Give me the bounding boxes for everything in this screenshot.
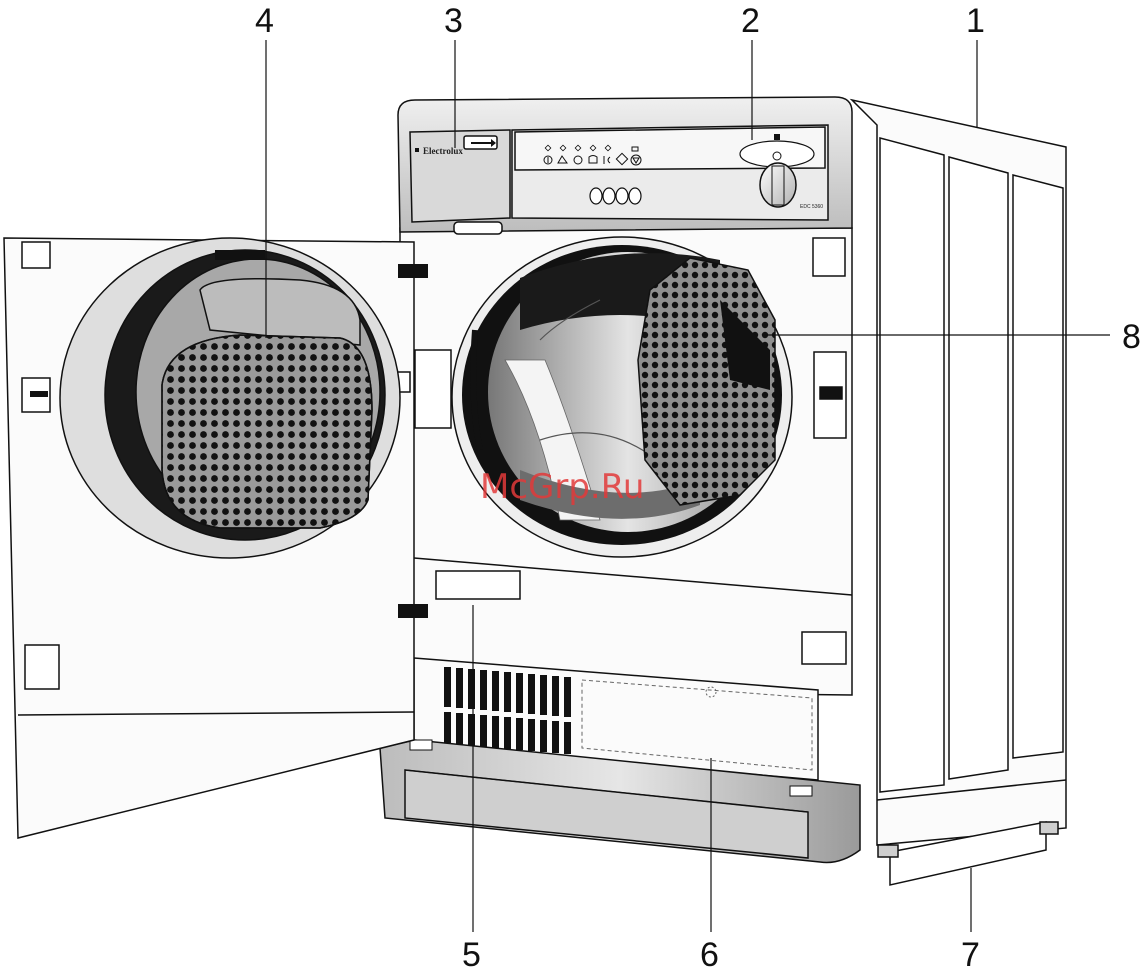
button-1 — [590, 188, 602, 204]
watermark: McGrp.Ru — [480, 467, 644, 507]
side-panel-slat-2 — [949, 157, 1008, 779]
control-panel: Electrolux EDC 5360 — [398, 97, 852, 234]
rating-plate-area — [436, 571, 520, 599]
callout-5: 5 — [462, 936, 481, 969]
door-hinge-bottom — [398, 604, 428, 618]
callout-1: 1 — [966, 2, 985, 40]
side-panel-slat-3 — [1013, 175, 1063, 758]
side-panel-slat-1 — [880, 138, 944, 792]
callout-4: 4 — [255, 2, 274, 40]
open-door — [4, 238, 428, 838]
cabinet-side — [852, 100, 1066, 845]
callout-8: 8 — [1122, 318, 1141, 356]
callout-3: 3 — [444, 2, 463, 40]
button-3 — [616, 188, 628, 204]
drum-opening — [452, 237, 792, 557]
model-label: EDC 5360 — [800, 204, 823, 210]
lower-front — [380, 658, 860, 863]
button-2 — [603, 188, 615, 204]
door-hinge-top — [398, 264, 428, 278]
callout-6: 6 — [700, 936, 719, 969]
button-4 — [629, 188, 641, 204]
water-container-handle — [454, 222, 502, 234]
drum-rear-filter — [638, 258, 775, 505]
callout-2: 2 — [741, 2, 760, 40]
brand-label: Electrolux — [423, 146, 463, 156]
callout-7: 7 — [961, 936, 980, 969]
